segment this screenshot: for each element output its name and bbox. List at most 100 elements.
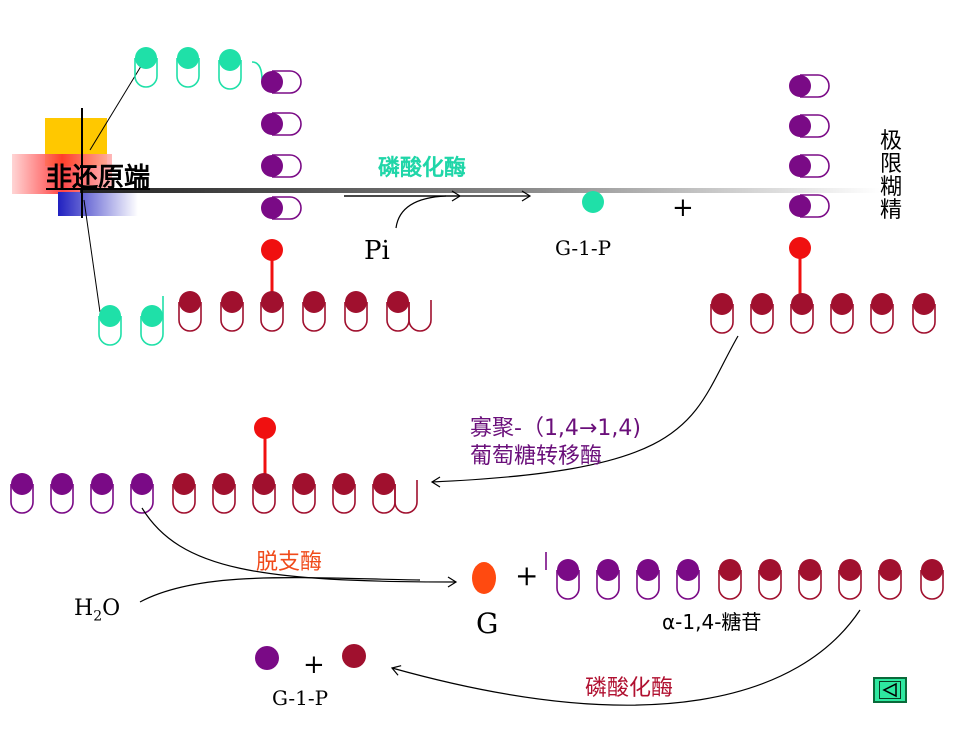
purple-residue-mid-3 [131,473,153,495]
water-label: H2O [74,598,120,625]
water-curve [139,577,421,603]
purple-residue-mid-2 [91,473,113,495]
purple-residue-mid-2-link [90,484,114,514]
g1p-top-label: G-1-P [555,236,612,260]
maroon-residue-ld-3 [831,293,853,315]
phosphorylase-bottom-arrow [391,609,861,706]
glucose-product [472,562,496,594]
teal-residue-top-1 [177,47,199,69]
plus-sign-middle: + [515,559,539,592]
back-triangle-icon [879,681,901,699]
pi-label: Pi [364,236,390,266]
maroon-residue-a-2 [261,291,283,313]
transferase-arrow-head [430,476,441,488]
maroon-residue-mid-0 [173,473,195,495]
g1p-teal-product [582,191,604,213]
purple-residue-mid-1 [51,473,73,495]
maroon-residue-gly-0 [719,559,741,581]
maroon-residue-mid-1-link [212,484,236,514]
maroon-residue-mid-1 [213,473,235,495]
maroon-residue-gly-5 [921,559,943,581]
g1p-purple-product [255,646,279,670]
transferase-label-line1: 寡聚-（1,4→1,4) [470,416,641,441]
purple-residue-v-0-link [272,70,302,94]
phosphorylase-top-label: 磷酸化酶 [378,156,467,181]
purple-residue-mid-0 [11,473,33,495]
purple-residue-v-3-link [272,196,302,220]
glucose-label: G [476,607,499,640]
maroon-residue-ld-3-link [830,304,854,334]
purple-residue-ld-1 [789,115,811,137]
debranch-arrow-head [447,576,458,588]
teal-residue-top-0 [135,47,157,69]
alpha-glycoside-label: α-1,4-糖苷 [662,610,762,634]
purple-residue-gly-1-link [596,570,620,600]
branch-residue-mid [254,417,276,439]
purple-residue-ld-2-link [800,154,830,178]
maroon-residue-ld-4 [871,293,893,315]
purple-residue-v-2-link [272,154,302,178]
maroon-residue-ld-2-link [790,304,814,334]
purple-residue-v-0 [261,71,283,93]
maroon-residue-a-1-link [220,302,244,332]
teal-link-arc [251,61,263,81]
pi-curve [395,195,447,229]
purple-residue-gly-2-link [636,570,660,600]
water-subscript: 2 [93,608,103,625]
maroon-residue-ld-0-link [710,304,734,334]
purple-residue-ld-0 [789,75,811,97]
phosphorylase-bottom-arrow-head [390,665,402,676]
maroon-residue-a-1 [221,291,243,313]
maroon-residue-a-4-link [344,302,368,332]
branch-residue-1 [261,239,283,261]
maroon-residue-gly-5-link [920,570,944,600]
maroon-residue-gly-4-link [878,570,902,600]
limit-dextrin-label: 极限糊精 [879,129,902,224]
maroon-tail-a [408,300,432,332]
maroon-residue-ld-4-link [870,304,894,334]
purple-residue-ld-0-link [800,74,830,98]
purple-residue-ld-1-link [800,114,830,138]
maroon-residue-mid-4-link [332,484,356,514]
pointer-line-top [89,57,147,151]
maroon-residue-a-5 [387,291,409,313]
blue-block [58,192,138,216]
maroon-residue-gly-3 [839,559,861,581]
maroon-residue-gly-1-link [758,570,782,600]
g1p-maroon-product [342,644,366,668]
back-button[interactable] [873,677,907,703]
purple-residue-gly-1 [597,559,619,581]
maroon-residue-gly-2 [799,559,821,581]
maroon-residue-gly-4 [879,559,901,581]
maroon-residue-mid-3 [293,473,315,495]
teal-residue-top-1-link [176,58,200,88]
maroon-residue-mid-3-link [292,484,316,514]
teal-residue-bottom-1-link [140,316,164,346]
maroon-residue-gly-1 [759,559,781,581]
purple-residue-gly-2 [637,559,659,581]
maroon-residue-a-3-link [302,302,326,332]
transferase-label-line2: 葡萄糖转移酶 [470,444,603,469]
pointer-line-bottom [83,199,101,313]
teal-residue-top-2 [219,49,241,71]
g1p-bottom-label: G-1-P [272,686,329,710]
teal-residue-top-2-link [218,60,242,90]
maroon-residue-mid-2-link [252,484,276,514]
purple-residue-mid-0-link [10,484,34,514]
transferase-arrow [431,335,739,483]
teal-residue-top-0-link [134,58,158,88]
maroon-residue-ld-1-link [750,304,774,334]
purple-residue-ld-3-link [800,194,830,218]
maroon-residue-mid-2 [253,473,275,495]
purple-residue-mid-1-link [50,484,74,514]
reaction-arrow-head [521,190,532,202]
plus-sign-bottom: + [303,650,325,680]
maroon-residue-mid-0-link [172,484,196,514]
purple-residue-gly-0 [557,559,579,581]
purple-residue-v-1-link [272,112,302,136]
purple-residue-ld-3 [789,195,811,217]
maroon-residue-a-4 [345,291,367,313]
purple-residue-gly-3 [677,559,699,581]
maroon-residue-gly-3-link [838,570,862,600]
